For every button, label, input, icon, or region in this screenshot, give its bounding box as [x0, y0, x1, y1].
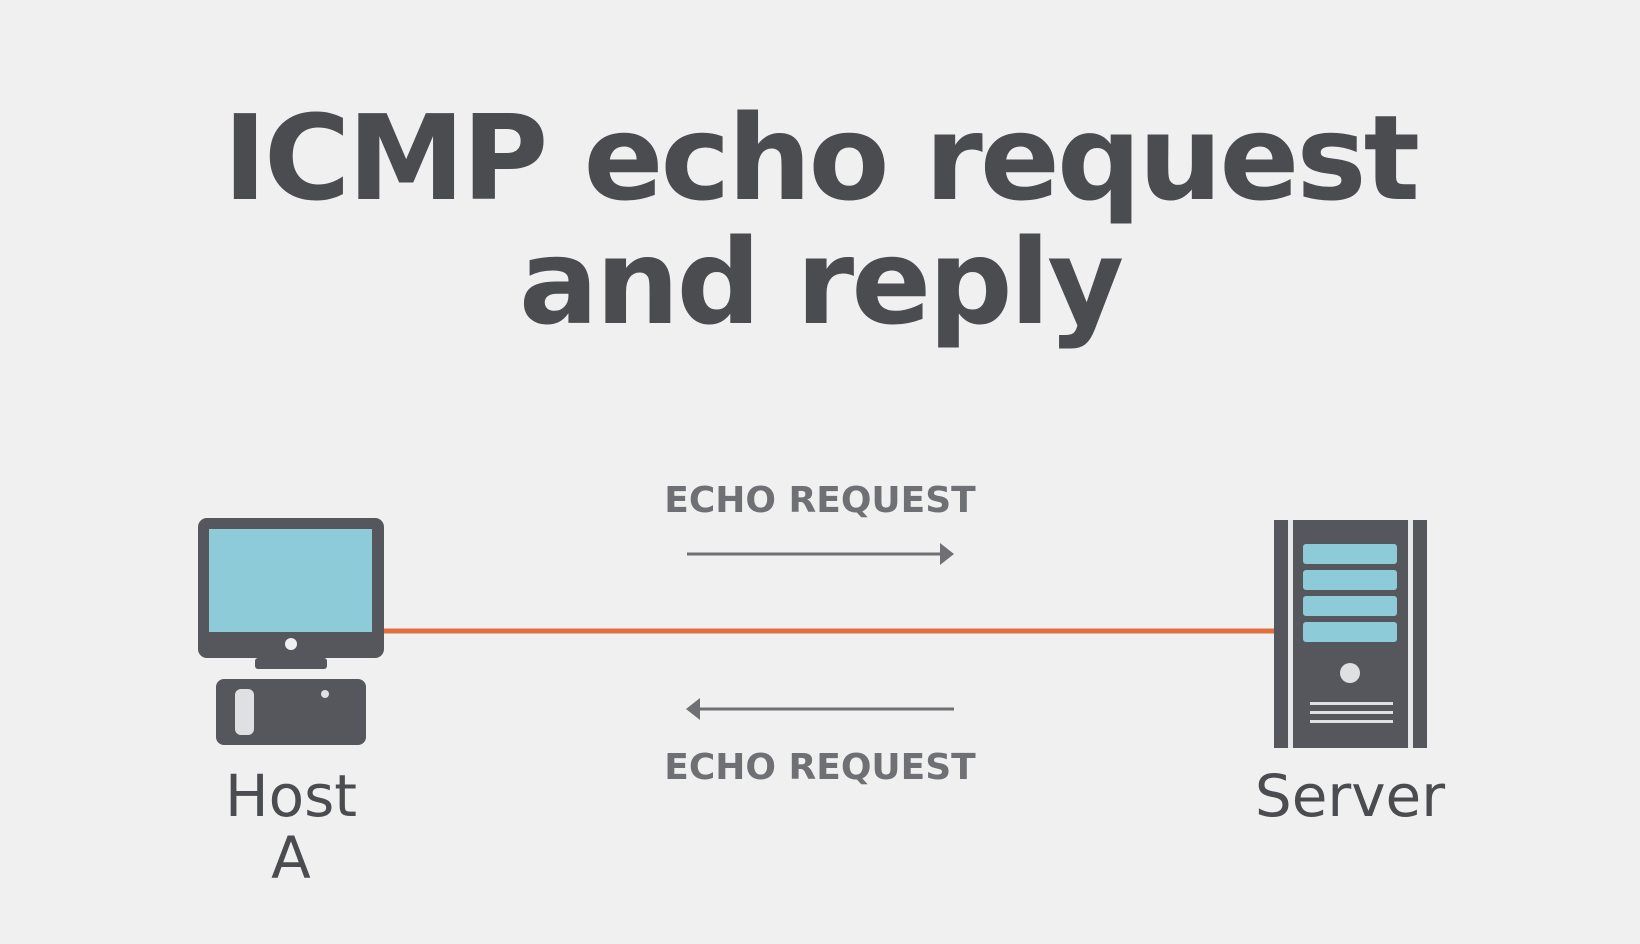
left-arrow-icon	[686, 698, 954, 720]
host-label-line-2: A	[271, 824, 311, 892]
echo-request-label-top: ECHO REQUEST	[664, 480, 976, 521]
echo-request-label-bottom: ECHO REQUEST	[664, 747, 976, 788]
server-tower-icon	[1274, 520, 1427, 748]
diagram-title: ICMP echo request and reply	[0, 96, 1640, 344]
title-line-2: and reply	[518, 213, 1124, 351]
right-arrow-icon	[687, 543, 954, 565]
title-line-1: ICMP echo request	[223, 89, 1420, 227]
server-label: Server	[1255, 762, 1445, 830]
host-label-line-1: Host	[225, 762, 357, 830]
desktop-computer-icon	[198, 518, 384, 745]
